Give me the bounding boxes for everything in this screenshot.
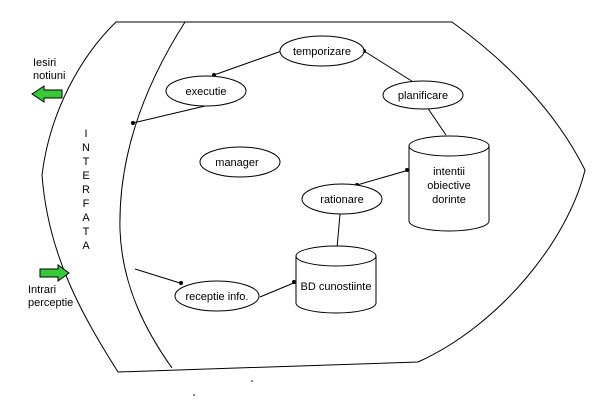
inputs-label-line1: Intrari (28, 284, 56, 296)
node-planificare: planificare (382, 80, 464, 110)
interface-label: I N T E R F A T A (82, 128, 90, 252)
agent-boundary (41, 21, 586, 373)
database-intentii-icon: intentii obiective dorinte (408, 135, 490, 232)
edge-executie-interface (132, 105, 206, 124)
edge-rationare-bd (336, 213, 341, 249)
interface-letter: T (83, 156, 90, 168)
inputs-label-line2: perceptie (28, 297, 73, 309)
interface-letter: I (84, 128, 87, 140)
edge-temporizare-planificare (363, 50, 419, 86)
node-manager-label: manager (215, 157, 259, 169)
node-manager: manager (199, 146, 281, 178)
node-temporizare: temporizare (279, 35, 365, 67)
intentii-label-line1: intentii (433, 166, 465, 178)
node-executie: executie (165, 75, 247, 107)
intentii-label-line2: obiective (427, 180, 470, 192)
stray-dot (193, 394, 195, 396)
dot (405, 168, 409, 172)
database-bd-icon: BD cunostiinte (295, 245, 377, 314)
edge-receptie-interface (134, 268, 181, 284)
node-executie-label: executie (186, 86, 227, 98)
node-receptie: receptie info. (174, 280, 260, 312)
dot (292, 280, 296, 284)
interface-letter: A (82, 240, 90, 252)
edge-executie-temporizare (213, 47, 291, 76)
dot (179, 281, 183, 285)
node-planificare-label: planificare (398, 90, 448, 102)
edge-bd-receptie (259, 281, 297, 298)
node-temporizare-label: temporizare (293, 46, 351, 58)
interface-letter: A (82, 212, 90, 224)
outputs-label-line2: notiuni (33, 70, 65, 82)
interface-letter: R (82, 184, 90, 196)
bd-label: BD cunostiinte (301, 281, 372, 293)
interface-letter: T (83, 226, 90, 238)
outputs-label-line1: Iesiri (33, 57, 56, 69)
dot (131, 121, 135, 125)
stray-dot (251, 380, 253, 382)
interface-letter: N (82, 142, 90, 154)
node-rationare-label: rationare (320, 194, 363, 206)
intentii-label-line3: dorinte (432, 194, 466, 206)
edge-planificare-intentii (426, 106, 447, 136)
edge-intentii-rationare (356, 169, 410, 186)
interface-letter: F (83, 198, 90, 210)
node-rationare: rationare (301, 183, 383, 215)
connectors (132, 47, 447, 298)
node-receptie-label: receptie info. (186, 291, 249, 303)
interface-letter: E (82, 170, 89, 182)
output-arrow-icon (31, 85, 63, 103)
input-arrow-icon (39, 264, 70, 282)
interface-band-edge (119, 21, 186, 369)
